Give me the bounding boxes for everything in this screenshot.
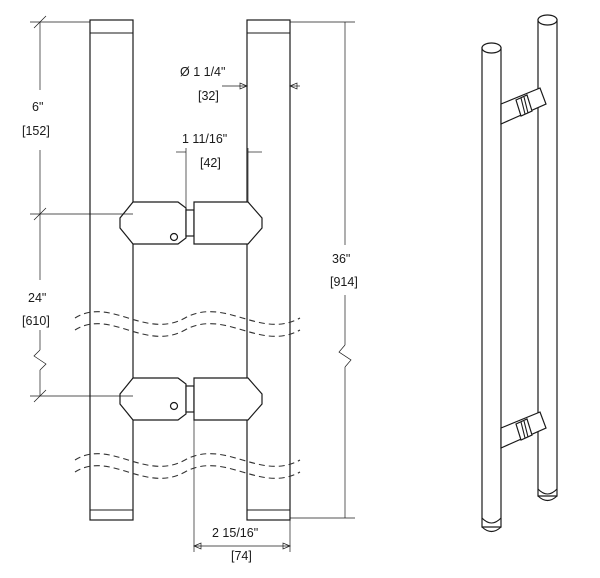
iso-front-bar [481,42,502,533]
iso-back-bar [537,14,558,502]
set-screw-icon [169,232,179,242]
projection-imperial: 2 15/16" [212,526,258,540]
overall-length-metric: [914] [330,275,358,289]
front-view: 6" [152] Ø 1 1/4" [32] 1 11/16" [42] 24"… [22,15,358,563]
center-to-center-metric: [610] [22,314,50,328]
left-dimension-line [30,15,133,403]
lower-standoff [119,377,263,421]
diameter-metric: [32] [198,89,219,103]
projection-metric: [74] [231,549,252,563]
right-dimension-line [290,21,355,519]
center-to-center-imperial: 24" [28,291,46,305]
gap-dimension [176,148,262,208]
iso-upper-standoff [500,87,547,125]
gap-metric: [42] [200,156,221,170]
gap-imperial: 1 11/16" [182,132,227,146]
iso-lower-standoff [500,411,547,449]
projection-dimension [193,420,291,552]
break-lines [74,311,301,479]
right-bar [246,19,291,521]
upper-standoff [119,201,263,245]
top-offset-metric: [152] [22,124,50,138]
set-screw-icon [169,401,179,411]
isometric-view [481,14,558,533]
diameter-dimension [222,82,300,90]
overall-length-imperial: 36" [332,252,350,266]
top-offset-imperial: 6" [32,100,43,114]
diameter-imperial: Ø 1 1/4" [180,65,225,79]
left-bar [89,19,134,521]
